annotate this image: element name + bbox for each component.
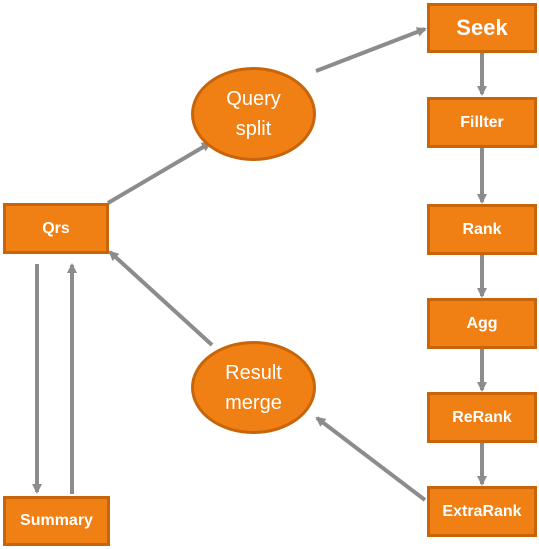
node-seek-label: Seek	[456, 15, 508, 40]
arrow-qrs-to-query-split	[106, 141, 212, 205]
node-rank: Rank	[427, 204, 537, 255]
node-result-merge-line-1: Result	[225, 361, 282, 384]
node-summary-label: Summary	[20, 512, 93, 529]
node-agg: Agg	[427, 298, 537, 349]
node-query-split-line-1: Query	[226, 88, 281, 110]
node-result-merge: Result merge	[191, 341, 316, 434]
node-summary: Summary	[3, 496, 110, 546]
node-filter-label: Fillter	[460, 113, 504, 131]
node-filter: Fillter	[427, 97, 537, 148]
node-query-split: Query split	[191, 67, 316, 161]
node-rerank-label: ReRank	[452, 408, 512, 426]
node-seek: Seek	[427, 3, 537, 53]
node-extrarank: ExtraRank	[427, 486, 537, 537]
arrow-query-split-to-seek	[315, 27, 427, 73]
arrow-extrarank-to-result-merge	[315, 416, 427, 502]
node-result-merge-line-2: merge	[225, 391, 282, 414]
node-extrarank-label: ExtraRank	[442, 502, 522, 520]
node-qrs-label: Qrs	[42, 219, 70, 237]
arrow-result-merge-to-qrs	[108, 250, 214, 347]
node-rerank: ReRank	[427, 392, 537, 443]
node-agg-label: Agg	[466, 314, 498, 332]
node-query-split-line-2: split	[235, 118, 272, 140]
node-rank-label: Rank	[462, 220, 502, 238]
node-qrs: Qrs	[3, 203, 109, 254]
